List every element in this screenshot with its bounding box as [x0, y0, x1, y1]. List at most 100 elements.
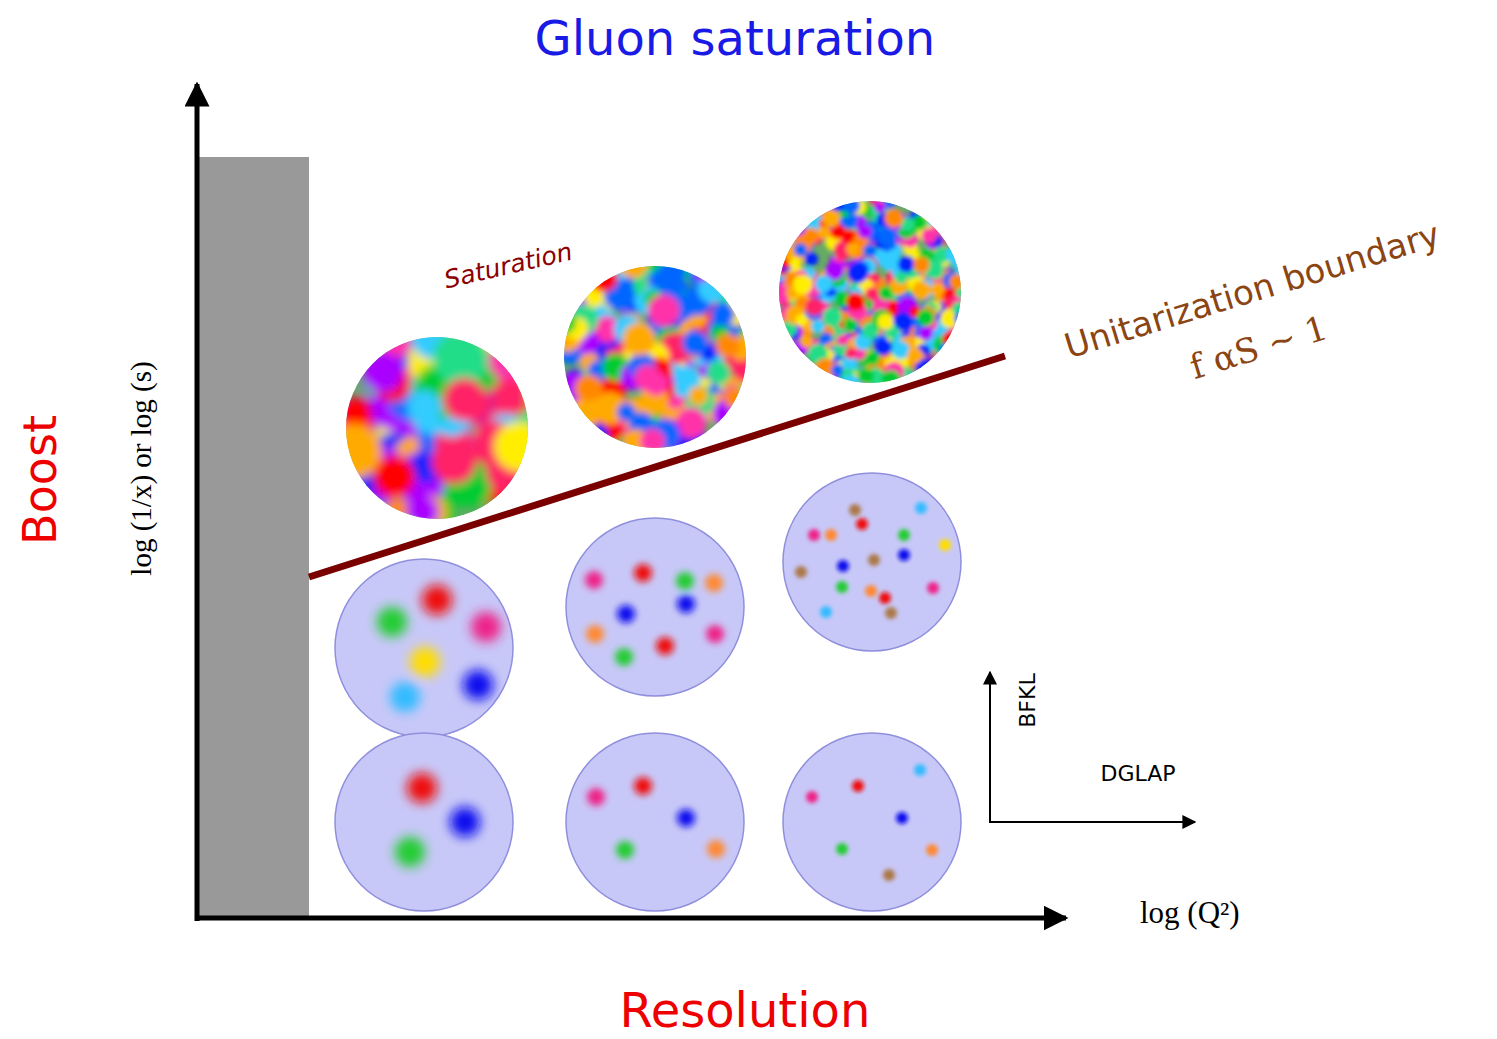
gluon-blob	[919, 326, 933, 340]
dilute-proton	[335, 559, 513, 737]
gluon-blob	[326, 424, 381, 479]
parton-dot	[926, 844, 938, 856]
parton-dot	[705, 574, 723, 592]
gluon-blob	[910, 372, 922, 384]
region-label: Saturation	[441, 236, 575, 294]
gluon-blob	[878, 381, 890, 393]
axis-title: Boost	[13, 415, 67, 545]
gluon-blob	[805, 253, 818, 266]
parton-dot	[395, 837, 425, 867]
gluon-blob	[880, 187, 899, 206]
gluon-blob	[805, 298, 823, 316]
gluon-blob	[583, 423, 610, 450]
parton-dot	[927, 582, 939, 594]
gluon-blob	[715, 334, 739, 358]
gluon-blob	[711, 302, 735, 326]
gluon-blob	[846, 242, 859, 255]
gluon-blob	[837, 334, 849, 346]
gluon-blob	[884, 209, 903, 228]
dglap-arrow	[989, 821, 1195, 823]
gluon-blob	[895, 272, 907, 284]
y-axis	[195, 84, 200, 921]
parton-dot	[795, 566, 807, 578]
gluon-blob	[734, 359, 757, 382]
parton-dot	[849, 504, 861, 516]
gluon-blob	[946, 246, 964, 264]
gluon-blob	[689, 386, 708, 405]
gluon-blob	[769, 291, 780, 302]
diagram-title: Gluon saturation	[535, 10, 936, 66]
parton-dot	[914, 764, 926, 776]
gluon-blob	[912, 281, 931, 300]
parton-dot	[390, 682, 420, 712]
gluon-blob	[851, 383, 863, 395]
gluon-blob	[823, 307, 843, 327]
gluon-blob	[431, 439, 476, 484]
parton-dot	[677, 809, 695, 827]
parton-dot	[885, 607, 897, 619]
parton-dot	[634, 777, 652, 795]
parton-dot	[915, 502, 927, 514]
gluon-blob	[859, 384, 872, 397]
parton-dot	[808, 529, 820, 541]
gluon-blob	[589, 264, 617, 292]
gluon-blob	[858, 368, 874, 384]
parton-dot	[865, 585, 877, 597]
dilute-proton	[783, 733, 961, 911]
parton-dot	[898, 549, 910, 561]
gluon-blob	[831, 364, 843, 376]
gluon-cloud	[768, 187, 978, 397]
gluon-blob	[817, 226, 830, 239]
gluon-blob	[553, 311, 576, 334]
gluon-blob	[640, 429, 665, 454]
gluon-blob	[921, 228, 936, 243]
gluon-blob	[933, 337, 951, 355]
gluon-blob	[953, 245, 968, 260]
gluon-blob	[659, 257, 686, 284]
gluon-blob	[879, 286, 893, 300]
parton-dot	[471, 612, 501, 642]
gluon-blob	[877, 313, 893, 329]
parton-dot	[883, 869, 895, 881]
gluon-blob	[406, 495, 438, 527]
parton-dot	[825, 529, 837, 541]
parton-dot	[676, 572, 694, 590]
gluon-blob	[877, 188, 891, 202]
gluon-blob	[820, 332, 832, 344]
gluon-blob	[789, 257, 801, 269]
parton-dot	[856, 518, 868, 530]
gluon-blob	[952, 302, 966, 316]
gluon-blob	[623, 323, 656, 356]
gluon-blob	[707, 361, 731, 385]
parton-dot	[463, 670, 493, 700]
gluon-blob	[443, 378, 486, 421]
arrow-label: DGLAP	[1101, 761, 1176, 786]
gluon-blob	[793, 275, 813, 295]
proton-disc	[779, 201, 961, 383]
gluon-blob	[931, 282, 945, 296]
parton-group	[395, 773, 480, 867]
gluon-blob	[378, 326, 411, 359]
dilute-proton	[783, 473, 961, 651]
gluon-blob	[815, 275, 833, 293]
gluon-blob	[879, 251, 899, 271]
parton-dot	[677, 595, 695, 613]
gluon-blob	[846, 292, 865, 311]
axis-label: log (Q²)	[1140, 895, 1240, 931]
gluon-blob	[865, 287, 879, 301]
parton-dot	[896, 812, 908, 824]
gluon-blob	[863, 244, 876, 257]
gluon-blob	[939, 343, 952, 356]
parton-group	[806, 764, 938, 881]
dilute-proton	[566, 518, 744, 696]
parton-dot	[410, 647, 440, 677]
gluon-blob	[695, 263, 714, 282]
gluon-blob	[913, 257, 929, 273]
parton-dot	[706, 625, 724, 643]
gluon-blob	[794, 243, 807, 256]
parton-dot	[634, 564, 652, 582]
parton-dot	[587, 788, 605, 806]
parton-dot	[616, 841, 634, 859]
gluon-blob	[373, 456, 415, 498]
